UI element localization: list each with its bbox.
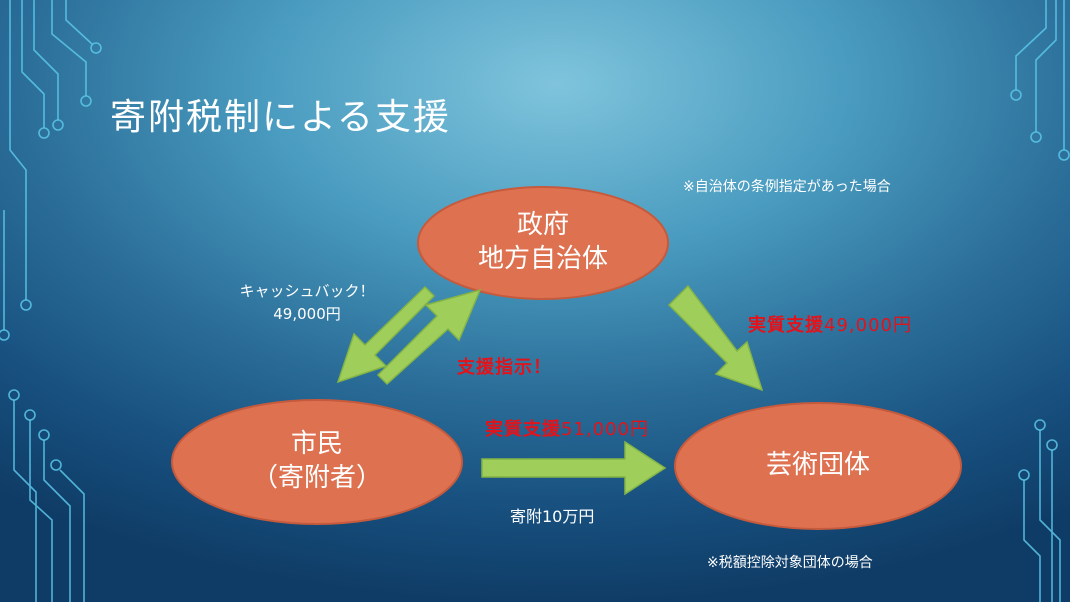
gov-to-arts-label-amount: 49,000円 (824, 315, 912, 336)
arts-node-shape (674, 402, 962, 530)
donation-arrow (481, 440, 667, 496)
citizen-node-label: 市民 (290, 429, 343, 460)
support-instruction-label: 支援指示！ (457, 357, 552, 378)
gov-to-arts-label: 実質支援49,000円 (748, 311, 912, 337)
government-node-sublabel: 地方自治体 (477, 244, 608, 274)
cashback-label: キャッシュバック！ 49,000円 (212, 280, 402, 326)
gov-to-arts-label-text: 実質支援 (748, 315, 824, 336)
citizen-node-shape (171, 399, 463, 525)
government-node-shape (417, 186, 669, 300)
gov-to-arts-arrow (667, 284, 764, 392)
cashback-label-amount: 49,000円 (273, 305, 341, 323)
top-right-note: ※自治体の条例指定があった場合 (683, 179, 891, 195)
citizen-node-sublabel: （寄附者） (251, 463, 382, 493)
citizen-to-arts-label-amount: 51,000円 (561, 419, 649, 440)
support-instruction-arrow (376, 288, 482, 386)
arts-node-label: 芸術団体 (765, 450, 870, 481)
arts-node: 芸術団体 (675, 403, 961, 529)
citizen-to-arts-label: 実質支援51,000円 (485, 415, 649, 441)
government-node-label: 政府 (516, 210, 569, 241)
cashback-label-text: キャッシュバック！ (239, 282, 375, 300)
bottom-right-note: ※税額控除対象団体の場合 (707, 555, 873, 571)
government-node: 政府 地方自治体 (418, 187, 668, 299)
slide-title: 寄附税制による支援 (110, 97, 451, 138)
citizen-node: 市民 （寄附者） (172, 400, 462, 524)
citizen-to-arts-label-text: 実質支援 (485, 419, 561, 440)
cashback-arrow (336, 285, 436, 384)
donation-label: 寄附10万円 (510, 507, 595, 526)
